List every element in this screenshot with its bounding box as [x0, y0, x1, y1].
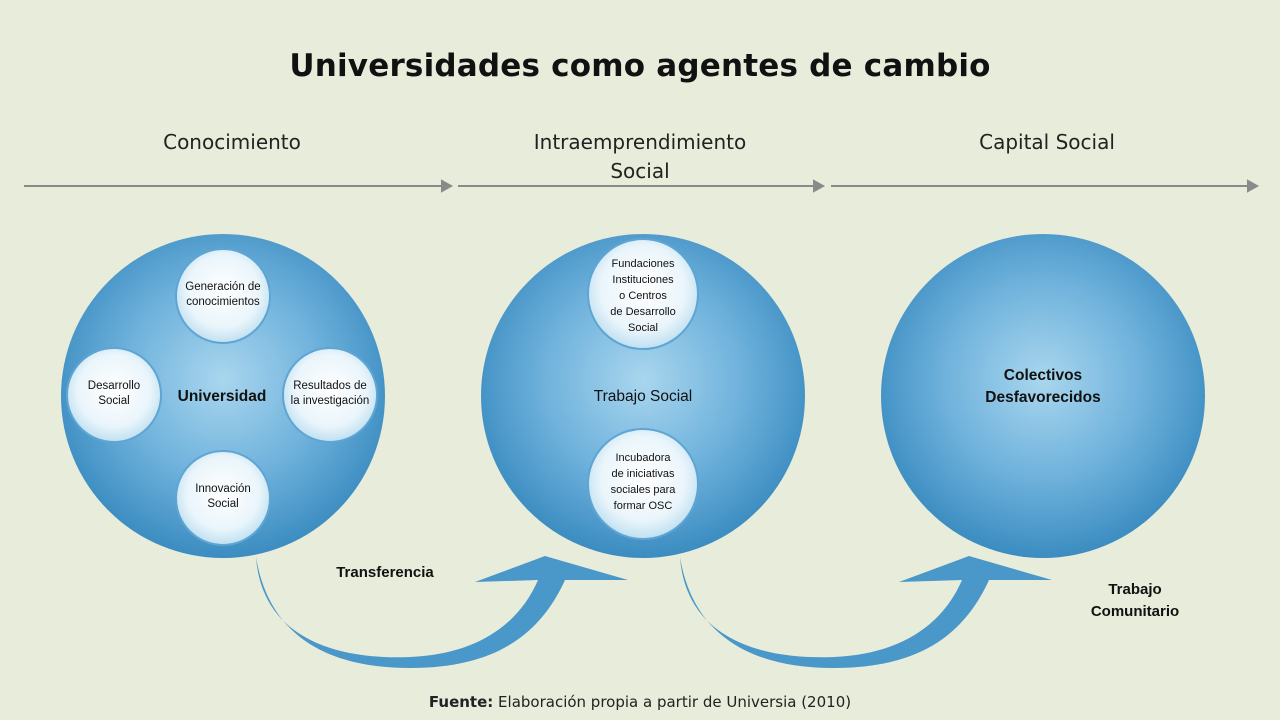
node-label: la investigación	[291, 395, 370, 407]
node-fundaciones: Fundaciones Instituciones o Centros de D…	[587, 238, 699, 350]
circle-colectivos	[881, 234, 1205, 558]
source-text: Elaboración propia a partir de Universia…	[493, 693, 852, 711]
node-label: sociales para	[611, 484, 677, 496]
node-label: Innovación	[195, 483, 251, 495]
circle-universidad	[61, 234, 385, 558]
label-trabajo-comunitario: Comunitario	[1091, 603, 1179, 620]
node-label: de iniciativas	[612, 468, 675, 480]
stage-label-line: Capital Social	[979, 130, 1115, 154]
stage-label-line: Social	[610, 159, 670, 183]
stage-label-conocimiento: Conocimiento	[112, 128, 352, 157]
source-prefix: Fuente:	[428, 693, 494, 711]
node-label: conocimientos	[186, 296, 260, 308]
node-label: formar OSC	[614, 500, 673, 512]
circle-label-colectivos: Desfavorecidos	[985, 389, 1100, 406]
timeline-arrows	[24, 179, 1260, 193]
label-trabajo-comunitario: Trabajo	[1108, 581, 1161, 598]
node-label: Social	[207, 498, 238, 510]
node-label: Generación de	[185, 281, 260, 293]
diagram-title: Universidades como agentes de cambio	[289, 48, 991, 84]
node-label: o Centros	[619, 290, 667, 302]
node-label: Fundaciones	[612, 258, 675, 270]
stage-label-line: Intraemprendimiento	[533, 130, 747, 154]
node-desarrollo: Desarrollo Social	[66, 347, 162, 443]
node-label: Social	[628, 322, 658, 334]
timeline-arrowhead	[441, 179, 454, 193]
node-label: Resultados de	[293, 380, 367, 392]
node-innovacion: Innovación Social	[175, 450, 271, 546]
transfer-arrow-1	[256, 556, 628, 668]
timeline-arrowhead	[813, 179, 826, 193]
circle-label-universidad: Universidad	[178, 388, 267, 405]
node-generacion: Generación de conocimientos	[175, 248, 271, 344]
node-label: Social	[98, 395, 129, 407]
node-label: Incubadora	[615, 452, 671, 464]
stage-label-capital-social: Capital Social	[927, 128, 1167, 157]
node-resultados: Resultados de la investigación	[282, 347, 378, 443]
timeline-arrowhead	[1247, 179, 1260, 193]
circle-trabajo-social	[481, 234, 805, 558]
node-label: Instituciones	[612, 274, 674, 286]
node-label: de Desarrollo	[610, 306, 675, 318]
transfer-arrow-2	[680, 556, 1052, 668]
circle-label-trabajo-social: Trabajo Social	[594, 388, 693, 405]
node-incubadora: Incubadora de iniciativas sociales para …	[587, 428, 699, 540]
node-label: Desarrollo	[88, 380, 140, 392]
label-transferencia: Transferencia	[336, 564, 434, 581]
stage-label-intraemprendimiento: Intraemprendimiento Social	[500, 128, 780, 186]
stage-label-line: Conocimiento	[163, 130, 301, 154]
source-note: Fuente: Elaboración propia a partir de U…	[0, 693, 1280, 711]
circle-label-colectivos: Colectivos	[1004, 367, 1082, 384]
